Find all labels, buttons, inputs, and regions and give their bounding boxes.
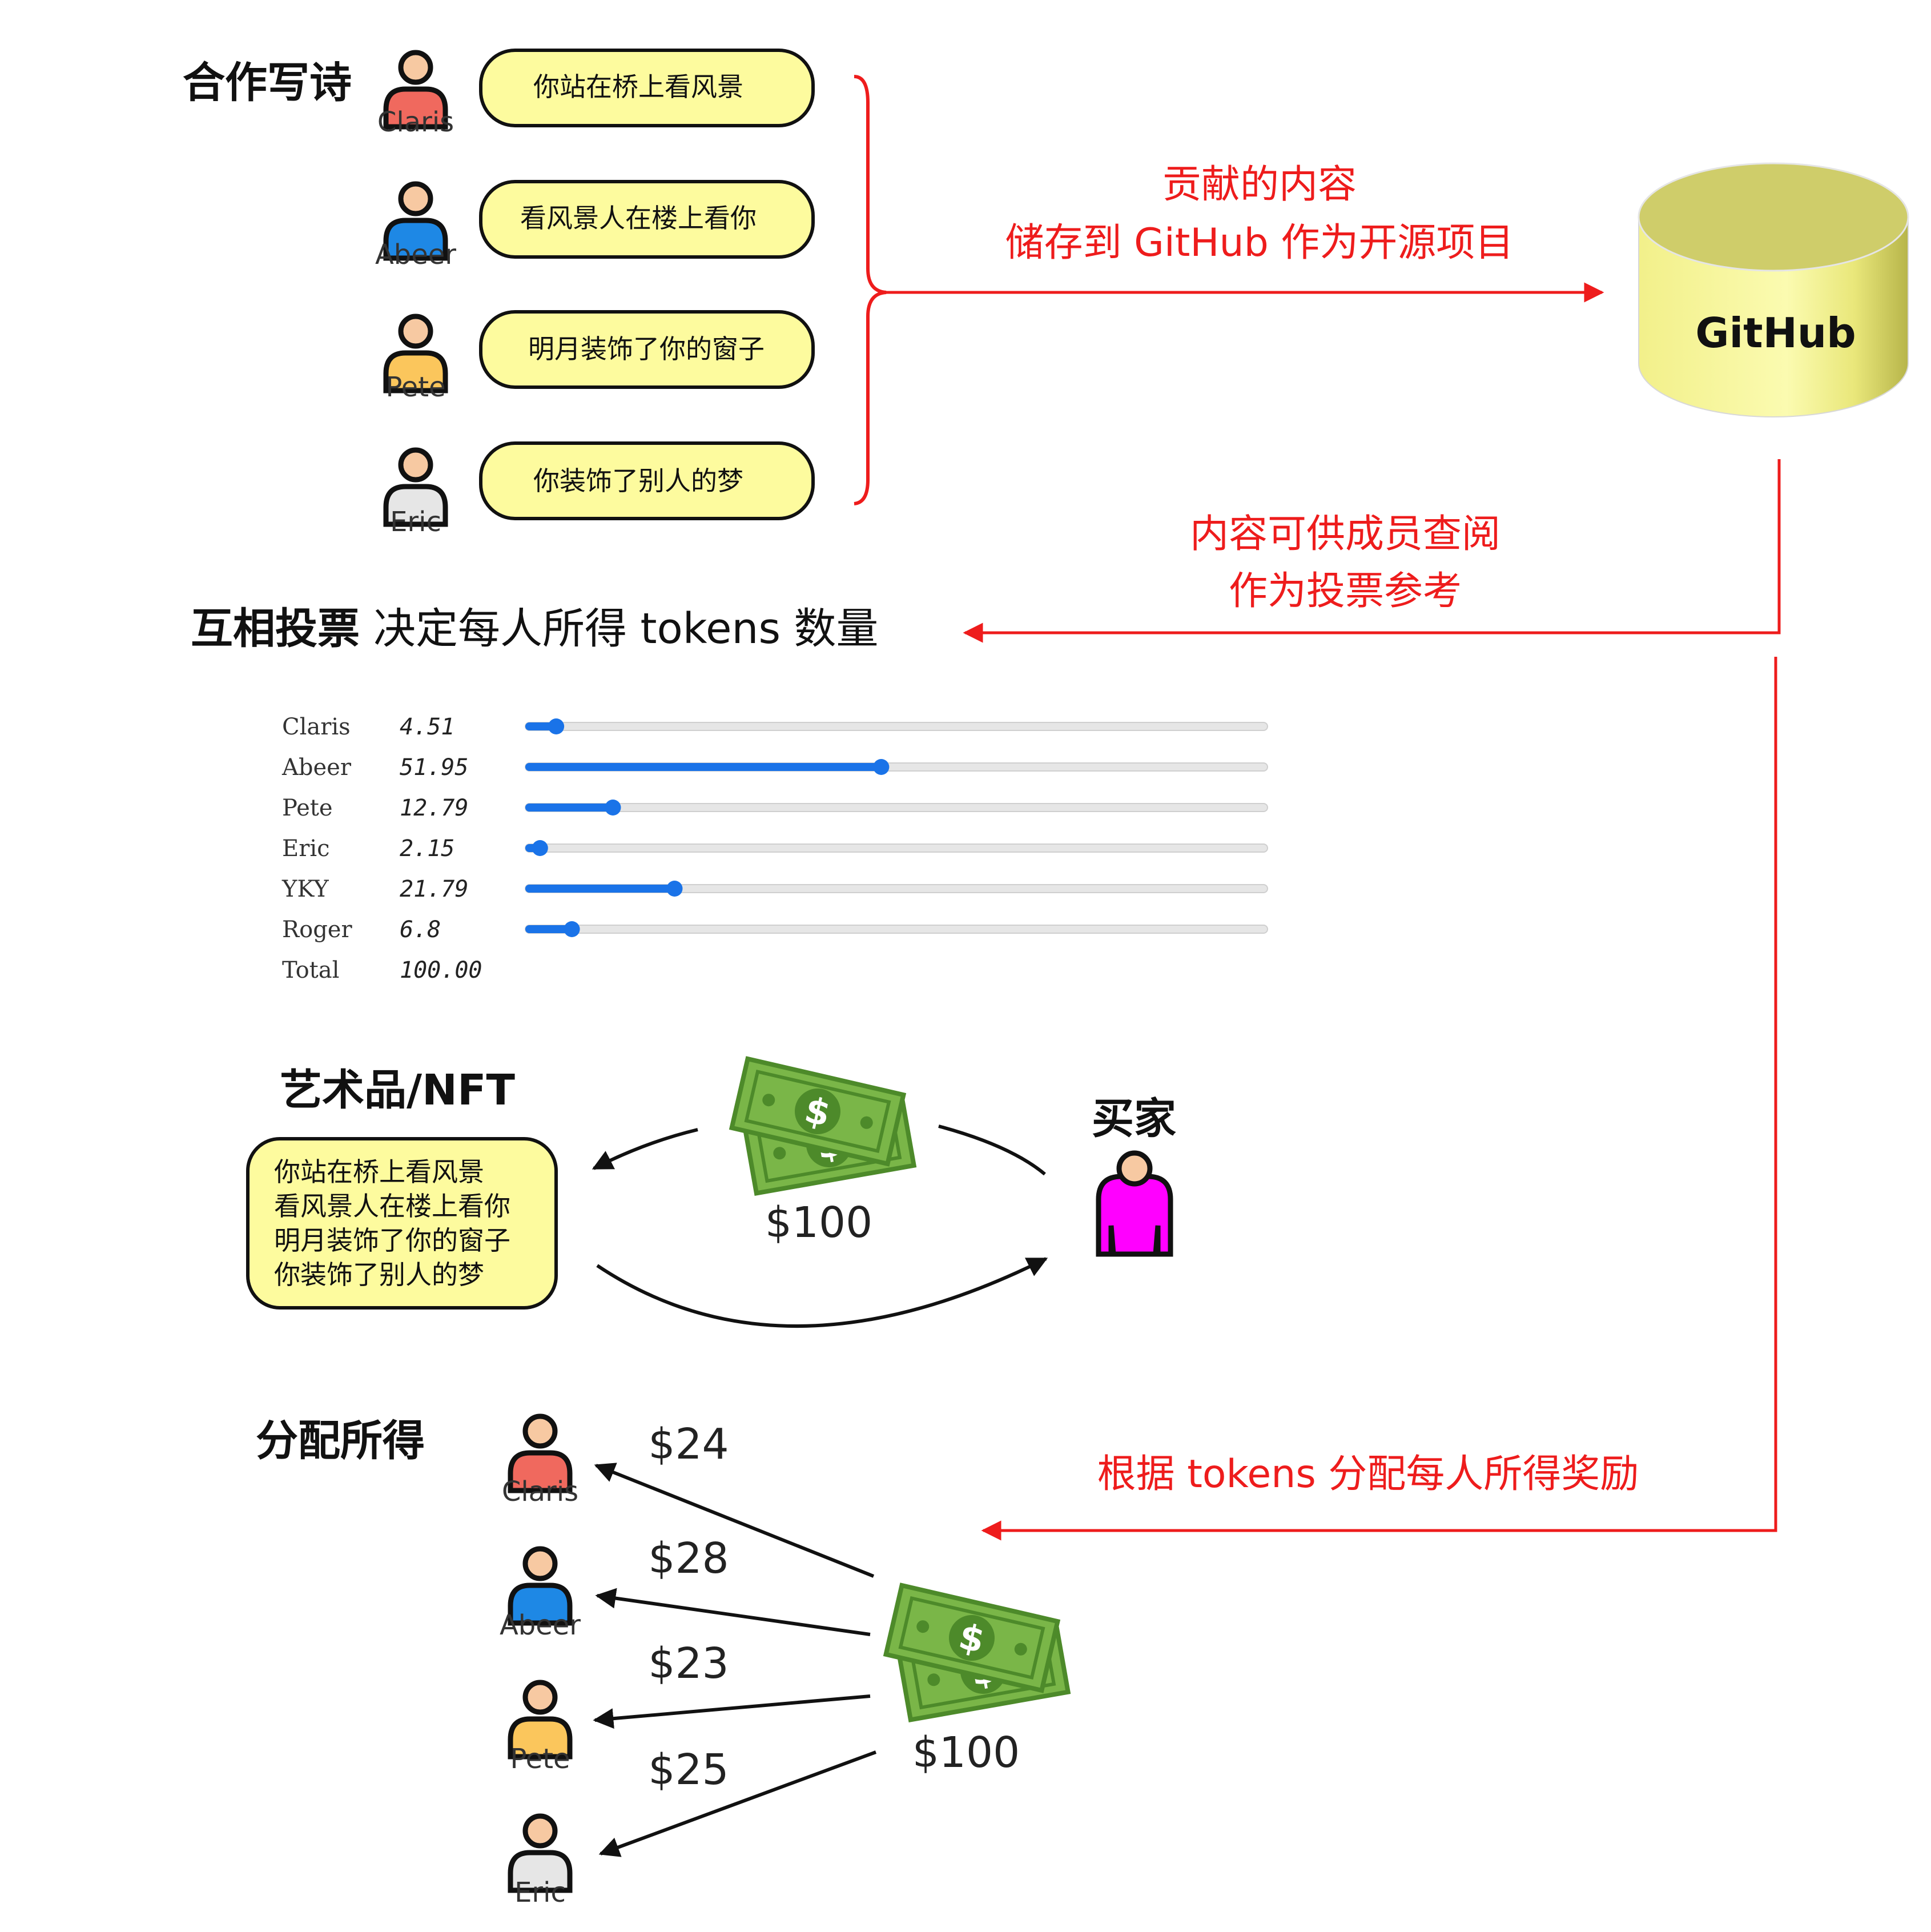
slider-thumb[interactable] [548, 718, 565, 734]
money-bills-icon [886, 1585, 1068, 1720]
reward-arrow [981, 657, 1777, 1541]
vote-value: 6.8 [400, 917, 441, 943]
slider-fill [525, 885, 675, 893]
buyer-person-icon [1096, 1150, 1173, 1257]
payout-amount: $23 [648, 1639, 729, 1688]
contributor-name: Claris [377, 106, 454, 138]
slider-track[interactable] [525, 844, 1268, 853]
payout-name: Claris [502, 1476, 578, 1508]
contributor-name: Abeer [375, 239, 456, 271]
review-arrow [963, 459, 1781, 643]
vote-row: Pete 12.79 [282, 795, 1268, 821]
store-caption-2: 储存到 GitHub 作为开源项目 [1005, 220, 1514, 266]
vote-member-name: Abeer [281, 754, 352, 781]
vote-total-value: 100.00 [400, 957, 482, 983]
github-label: GitHub [1695, 309, 1856, 357]
vote-row: Roger 6.8 [282, 917, 1268, 943]
contributor-name: Eric [390, 506, 441, 538]
database-cylinder-icon [1638, 162, 1909, 417]
payout-name: Eric [514, 1877, 566, 1909]
payout-arrow [593, 1694, 871, 1729]
contributor-row-pete: Pete 明月装饰了你的窗子 [385, 310, 815, 403]
slider-thumb[interactable] [532, 840, 548, 856]
nft-artwork-box [246, 1137, 558, 1310]
payout-eric: Eric $25 [510, 1745, 877, 1909]
payout-abeer: Abeer $28 [500, 1534, 871, 1641]
slider-track[interactable] [525, 803, 1268, 812]
vote-row: Eric 2.15 [282, 836, 1268, 862]
contributor-name: Pete [385, 371, 445, 403]
vote-value: 21.79 [400, 876, 468, 902]
payout-arrow [595, 1588, 871, 1636]
vote-title-rest: 决定每人所得 tokens 数量 [373, 604, 879, 653]
contributor-row-abeer: Abeer 看风景人在楼上看你 [375, 180, 815, 271]
payout-amount: $24 [648, 1420, 729, 1469]
payout-arrow [594, 1463, 875, 1578]
slider-fill [525, 804, 613, 812]
vote-member-name: YKY [281, 876, 329, 902]
poem-line-box [479, 441, 815, 520]
contributor-row-eric: Eric 你装饰了别人的梦 [386, 441, 815, 538]
vote-row: YKY 21.79 [281, 876, 1268, 902]
nft-price: $100 [765, 1198, 872, 1247]
payout-amount: $25 [648, 1745, 729, 1794]
vote-value: 51.95 [400, 754, 468, 781]
payment-arrow [592, 1128, 698, 1170]
payout-claris: Claris $24 [502, 1416, 875, 1578]
vote-member-name: Eric [282, 836, 330, 862]
vote-value: 12.79 [400, 795, 468, 821]
poem-line-text: 明月装饰了你的窗子 [528, 334, 765, 364]
nft-section-title: 艺术品/NFT [280, 1066, 516, 1115]
slider-fill [525, 763, 882, 771]
slider-thumb[interactable] [873, 759, 890, 775]
poem-line-text: 看风景人在楼上看你 [520, 203, 757, 234]
reward-caption: 根据 tokens 分配每人所得奖励 [1097, 1452, 1639, 1497]
review-caption-1: 内容可供成员查阅 [1190, 512, 1500, 557]
poem-line-box [479, 180, 815, 259]
poem-line-box [479, 49, 815, 127]
slider-thumb[interactable] [564, 921, 580, 937]
payout-name: Pete [510, 1743, 570, 1775]
vote-total-label: Total [282, 957, 339, 983]
review-caption-2: 作为投票参考 [1229, 569, 1462, 614]
vote-value: 4.51 [400, 714, 454, 740]
slider-track[interactable] [525, 722, 1268, 731]
payout-pete: Pete $23 [510, 1639, 871, 1775]
poem-line-box [479, 310, 815, 389]
distribute-section-title: 分配所得 [256, 1416, 425, 1465]
nft-poem-line: 你装饰了别人的梦 [274, 1259, 484, 1290]
vote-section-title: 互相投票决定每人所得 tokens 数量 [191, 604, 879, 653]
vote-row: Abeer 51.95 [281, 754, 1268, 781]
payout-name: Abeer [500, 1609, 581, 1641]
poem-line-text: 你站在桥上看风景 [533, 71, 743, 102]
vote-row: Claris 4.51 [282, 714, 1268, 740]
slider-track[interactable] [525, 925, 1268, 934]
nft-poem-line: 你站在桥上看风景 [274, 1156, 484, 1187]
vote-value: 2.15 [400, 836, 454, 862]
nft-poem-line: 看风景人在楼上看你 [274, 1191, 510, 1222]
distribution-total: $100 [912, 1728, 1020, 1777]
vote-member-name: Claris [282, 714, 351, 740]
vote-total-row: Total 100.00 [282, 957, 482, 983]
payout-amount: $28 [648, 1534, 729, 1583]
buyer-title: 买家 [1092, 1094, 1176, 1143]
brace-connector [854, 75, 887, 505]
payout-arrow [598, 1750, 877, 1857]
store-caption-1: 贡献的内容 [1162, 162, 1357, 207]
contributor-row-claris: Claris 你站在桥上看风景 [377, 49, 815, 138]
vote-member-name: Roger [282, 917, 352, 943]
vote-member-name: Pete [282, 795, 333, 821]
vote-title-bold: 互相投票 [191, 604, 360, 653]
poem-line-text: 你装饰了别人的梦 [533, 465, 743, 496]
slider-fill [525, 925, 572, 933]
slider-thumb[interactable] [666, 881, 683, 897]
nft-poem-line: 明月装饰了你的窗子 [274, 1225, 510, 1256]
money-bills-icon [732, 1059, 914, 1193]
payment-curve [938, 1124, 1046, 1176]
poem-section-title: 合作写诗 [183, 58, 352, 107]
slider-thumb[interactable] [605, 800, 621, 816]
artwork-transfer-arrow [596, 1257, 1048, 1328]
